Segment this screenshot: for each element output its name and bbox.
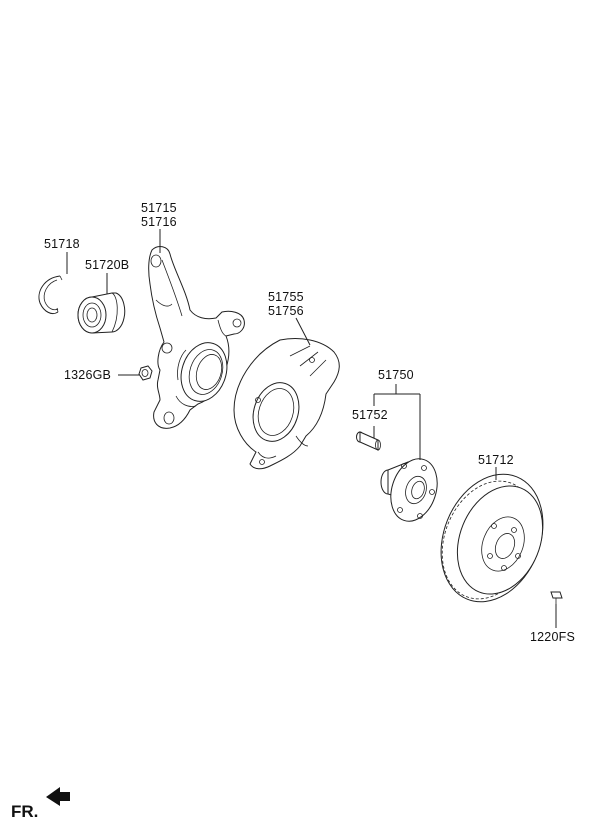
label-51750: 51750 (378, 368, 414, 382)
label-51720b: 51720B (85, 258, 129, 272)
screw-part (550, 591, 563, 604)
bearing-part (77, 292, 126, 334)
snap-ring-part (38, 275, 63, 315)
arrow-left-icon (46, 787, 70, 806)
label-51712: 51712 (478, 453, 514, 467)
label-1220fs: 1220FS (530, 630, 575, 644)
knuckle-part (148, 246, 245, 429)
brake-disc-part (440, 473, 544, 603)
hub-bolt-part (356, 431, 381, 451)
wheel-hub-part (380, 458, 438, 522)
label-51755: 51755 (268, 290, 304, 304)
label-51718: 51718 (44, 237, 80, 251)
label-51752: 51752 (352, 408, 388, 422)
front-direction-label: FR. (11, 802, 38, 820)
label-51715: 51715 (141, 201, 177, 215)
label-51716: 51716 (141, 215, 177, 229)
dust-cover-part (233, 338, 340, 470)
nut-part (138, 365, 153, 381)
label-1326gb: 1326GB (64, 368, 111, 382)
label-51756: 51756 (268, 304, 304, 318)
